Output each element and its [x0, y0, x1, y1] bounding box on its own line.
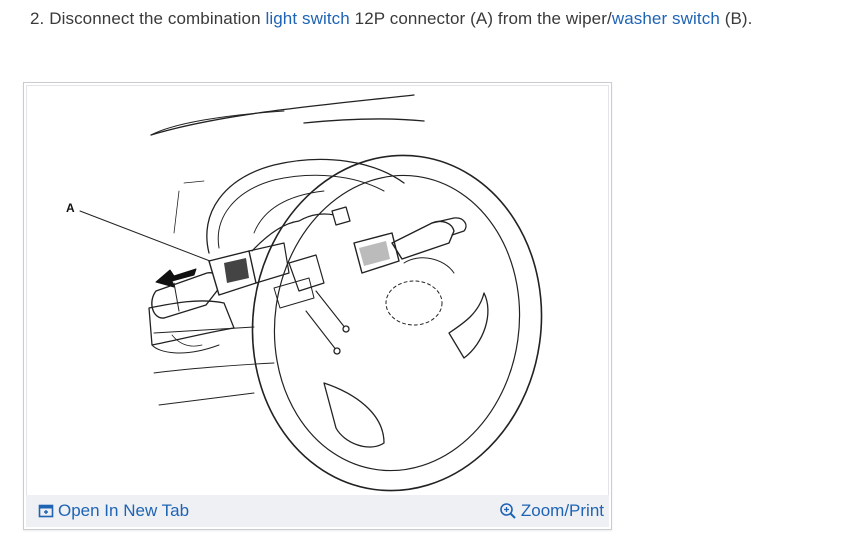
instruction-step: 2. Disconnect the combination light swit…: [30, 9, 753, 29]
zoom-icon: [500, 503, 516, 519]
figure-frame: A Open In New Tab Zoom/Print: [23, 82, 612, 530]
light-switch-link[interactable]: light switch: [265, 9, 350, 28]
zoom-print-label: Zoom/Print: [520, 501, 604, 520]
step-text-middle: 12P connector (A) from the wiper/: [354, 9, 612, 28]
open-new-tab-label: Open In New Tab: [58, 501, 190, 520]
callout-a-label: A: [66, 201, 75, 215]
step-text-after: (B).: [724, 9, 753, 28]
figure-toolbar: Open In New Tab Zoom/Print: [26, 495, 609, 527]
open-new-tab-icon: [38, 504, 54, 518]
step-number: 2.: [30, 9, 45, 28]
washer-switch-link[interactable]: washer switch: [611, 9, 720, 28]
step-text-before: Disconnect the combination: [49, 9, 261, 28]
zoom-print-button[interactable]: Zoom/Print: [499, 501, 604, 521]
steering-column-illustration: A: [66, 94, 543, 492]
open-new-tab-button[interactable]: Open In New Tab: [38, 501, 189, 521]
